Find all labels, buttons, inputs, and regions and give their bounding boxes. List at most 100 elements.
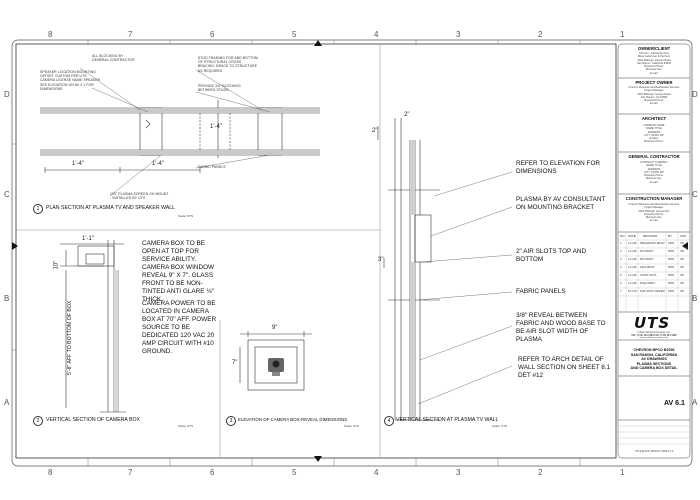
grid-col-top-6: 6 bbox=[210, 30, 215, 39]
owner-line: Brian Guberman & Partners bbox=[637, 55, 670, 59]
rev-header-date: DATE bbox=[628, 234, 636, 238]
view4-title: VERTICAL SECTION AT PLASMA TV WALL bbox=[396, 417, 499, 423]
view2-title: VERTICAL SECTION OF CAMERA BOX bbox=[46, 417, 140, 423]
grid-col-bottom-2: 2 bbox=[538, 468, 543, 477]
project-title: CHEVRON BPCO B2096 SAN RAMON, CALIFORNIA… bbox=[610, 348, 698, 371]
logo-subtitle: Unified Technical Services, Inc. bbox=[637, 331, 671, 334]
project-line: AND CAMERA BOX DETAIL bbox=[630, 366, 678, 371]
owner-line: San Ramon, California 94583 bbox=[636, 61, 672, 65]
rev-text: 100% DRAFT bbox=[640, 266, 655, 269]
grid-col-bottom-1: 1 bbox=[620, 468, 625, 477]
cm-heading: CONSTRUCTION MANAGER bbox=[625, 196, 683, 201]
project-owner-line: Chevron Business and Real Estate Service… bbox=[628, 86, 680, 89]
grid-col-bottom-4: 4 bbox=[374, 468, 379, 477]
grid-row-left-b: B bbox=[4, 294, 10, 303]
rev-no: 5 bbox=[620, 274, 622, 277]
project-line: PLASMA SECTIONS bbox=[636, 361, 672, 366]
architect-line: ADDRESS bbox=[647, 130, 661, 134]
note-plasma: 103" PLASMA SCREEN ON MOUNT - INSTALLED … bbox=[110, 192, 169, 201]
rev-header-revision: REVISION bbox=[643, 234, 658, 238]
cm-line: E-mail: bbox=[649, 219, 659, 223]
view3-title: ELEVATION OF CAMERA BOX-REVEAL DIMENSION… bbox=[238, 417, 348, 422]
grid-col-top-5: 5 bbox=[292, 30, 297, 39]
rev-no: 2 bbox=[620, 250, 622, 253]
grid-col-top-7: 7 bbox=[128, 30, 133, 39]
note-speaker: SPEAKER LOCATION MOUNTING OFFSET CUSTOM … bbox=[40, 70, 101, 91]
gc-line: CONTRACT COMPANY bbox=[639, 161, 668, 164]
dim-4c: 3" bbox=[378, 257, 384, 263]
grid-col-top-2: 2 bbox=[538, 30, 543, 39]
rev-date: 1.11.08 bbox=[628, 242, 637, 245]
rev-by: PKIN bbox=[668, 274, 675, 277]
gc-line: E-mail: bbox=[649, 180, 659, 184]
gc-details: CONTRACT COMPANY NAME, TITLE ADDRESS CIT… bbox=[610, 161, 698, 184]
architect-heading: ARCHITECT bbox=[641, 116, 667, 121]
rev-chk: CB bbox=[680, 290, 684, 293]
grid-row-right-c: C bbox=[692, 190, 698, 199]
project-line: SAN RAMON, CALIFORNIA bbox=[630, 352, 678, 357]
view-number-2: 2 bbox=[33, 416, 43, 426]
view2-scale: Scale: NTS bbox=[178, 424, 194, 428]
rev-by: PKIN bbox=[668, 242, 675, 245]
rev-date: 1.11.08 bbox=[628, 250, 637, 253]
logo-web: www.unifiedtechservices.com bbox=[639, 337, 669, 339]
rev-text: FOR CONST. REVIEW bbox=[640, 290, 665, 293]
owner-line: Business Fax: bbox=[645, 68, 663, 72]
view-number-3: 3 bbox=[226, 416, 236, 426]
cm-line: Business Fax: bbox=[645, 216, 663, 220]
titleblock-footer: TITLE BLOCK DESIGN: DRAFT 4.0 bbox=[634, 450, 674, 453]
rev-by: PKIN bbox=[668, 258, 675, 261]
view4-scale: Scale: NTS bbox=[492, 424, 508, 428]
project-owner-line: San Ramon, CA 94583 bbox=[640, 95, 668, 99]
owner-line: 6001 Bollinger Canyon Road bbox=[637, 58, 671, 62]
note-blocking: ALL BLOCKING BY GENERAL CONTRACTOR bbox=[92, 54, 135, 63]
dim-reveal-width: 9" bbox=[272, 325, 278, 331]
architect-line: Business Phone: bbox=[644, 140, 664, 144]
project-owner-details: Chevron Business and Real Estate Service… bbox=[610, 86, 698, 106]
dim-reveal-height: 7" bbox=[232, 360, 238, 366]
grid-col-bottom-8: 8 bbox=[48, 468, 53, 477]
grid-col-bottom-6: 6 bbox=[210, 468, 215, 477]
owner-line: E-mail: bbox=[649, 71, 659, 75]
grid-row-right-a: A bbox=[692, 398, 698, 407]
grid-row-right-b: B bbox=[692, 294, 698, 303]
gc-line: CITY, STATE ZIP bbox=[644, 170, 664, 174]
architect-line: E-MAIL bbox=[649, 137, 659, 141]
project-line: AV DRAWINGS bbox=[641, 357, 667, 362]
dim-camera-width: 1'-1" bbox=[82, 236, 94, 242]
grid-col-top-8: 8 bbox=[48, 30, 53, 39]
project-owner-line: Project Manager bbox=[644, 89, 664, 93]
grid-col-bottom-7: 7 bbox=[128, 468, 133, 477]
camera-note-3: CAMERA POWER TO BE LOCATED IN CAMERA BOX… bbox=[142, 300, 217, 355]
gc-line: ADDRESS bbox=[647, 167, 661, 171]
grid-col-top-1: 1 bbox=[620, 30, 625, 39]
architect-details: COMPANY NAME NAME, TITLE ADDRESS CITY, S… bbox=[610, 124, 698, 144]
cm-details: Chevron Business and Real Estate Service… bbox=[610, 203, 698, 223]
gc-line: NAME, TITLE bbox=[646, 164, 662, 168]
view3-scale: Scale: NTS bbox=[344, 424, 360, 428]
grid-col-top-4: 4 bbox=[374, 30, 379, 39]
rev-date: 8.17.09 bbox=[628, 290, 637, 293]
cm-line: 6001 Bollinger Canyon Rd. bbox=[638, 209, 670, 213]
project-line: CHEVRON BPCO B2096 bbox=[633, 348, 675, 352]
cm-line: Project Manager bbox=[644, 206, 664, 210]
dim-camera-height: 10" bbox=[53, 260, 60, 270]
dim-2: 1'-4" bbox=[152, 161, 164, 167]
dim-1: 1'-4" bbox=[72, 161, 84, 167]
rev-text: 95% DRAFT bbox=[640, 258, 654, 261]
dim-4a: 2" bbox=[404, 112, 410, 118]
project-owner-line: E-mail: bbox=[649, 102, 659, 106]
rev-no: 7 bbox=[620, 290, 622, 293]
rev-chk: CB bbox=[680, 258, 684, 261]
plasma-note-3: 2" AIR SLOTS TOP AND BOTTOM bbox=[516, 248, 587, 263]
uts-logo: UTS bbox=[634, 314, 671, 332]
note-stud: STUD FRAMING FOR AND BOTTOM OF STRUCTURA… bbox=[198, 56, 258, 73]
rev-by: PKIN bbox=[668, 282, 675, 285]
dim-3: 1'-4" bbox=[210, 124, 222, 130]
plasma-note-2: PLASMA BY AV CONSULTANT ON MOUNTING BRAC… bbox=[516, 196, 606, 211]
rev-date: 1.11.08 bbox=[628, 274, 637, 277]
grid-row-left-d: D bbox=[4, 90, 10, 99]
plasma-note-5: 3/8" REVEAL BETWEEN FABRIC AND WOOD BASE… bbox=[516, 312, 606, 343]
sheet-number: AV 6.1 bbox=[664, 400, 685, 407]
